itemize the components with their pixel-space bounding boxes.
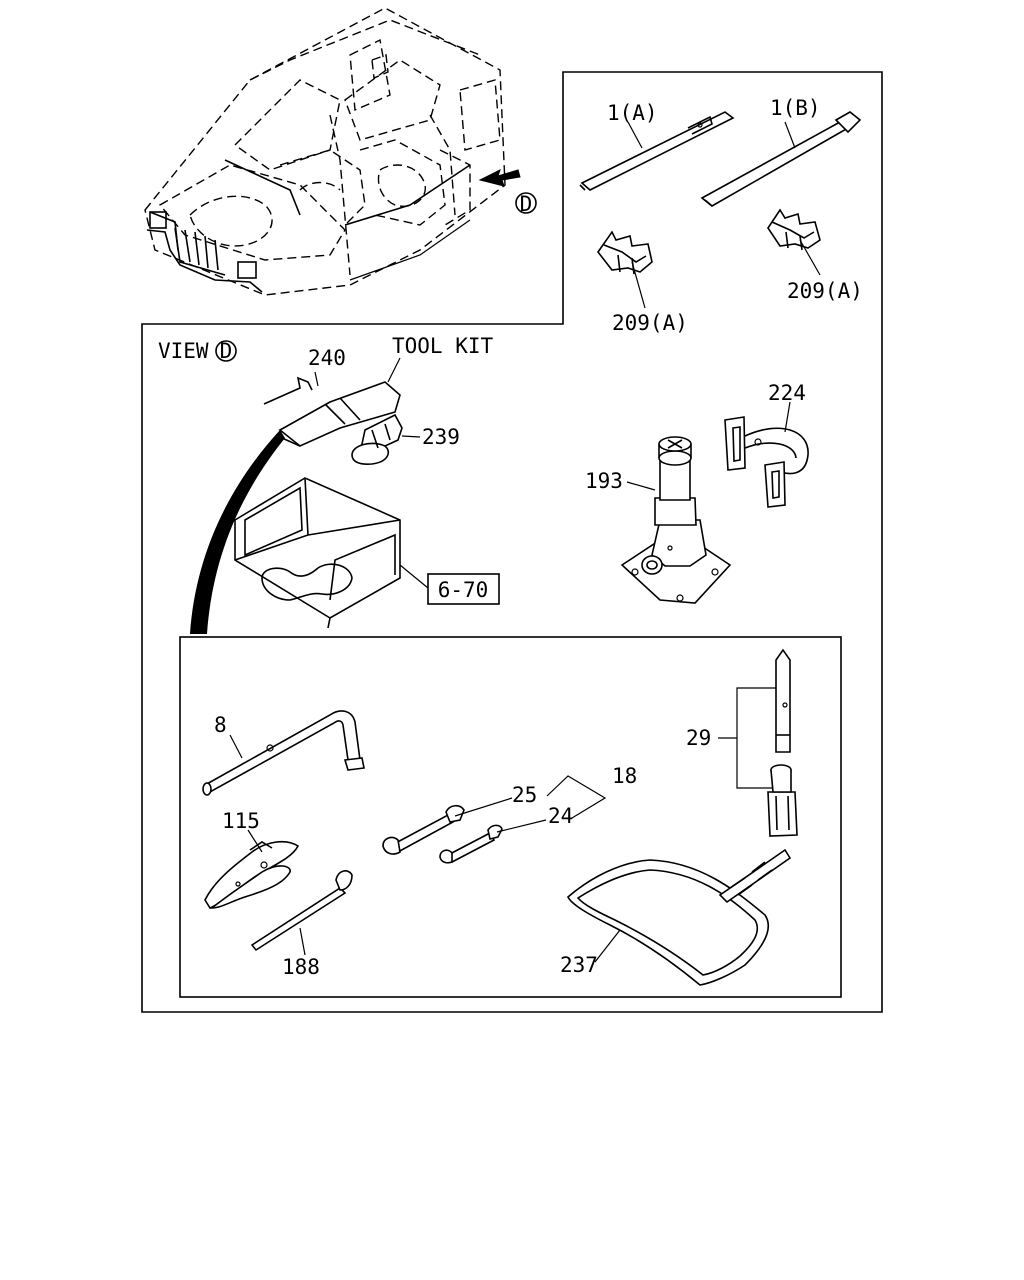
view-label: VIEW (158, 339, 209, 363)
label-237: 237 (560, 953, 598, 977)
part-29-screwdriver (767, 648, 798, 837)
label-115: 115 (222, 809, 260, 833)
part-240-pin (263, 376, 313, 405)
ref-box-6-70 (427, 573, 500, 605)
callout-6-70 (399, 564, 429, 589)
label-193: 193 (585, 469, 623, 493)
bracket-18 (546, 775, 607, 819)
part-tray (234, 477, 401, 629)
label-1b: 1(B) (770, 96, 821, 120)
label-224: 224 (768, 381, 806, 405)
callout-240 (314, 371, 319, 387)
callout-224 (784, 401, 791, 433)
part-239-holder (351, 413, 403, 465)
label-1a: 1(A) (607, 101, 658, 125)
label-8: 8 (214, 713, 227, 737)
callout-tool-kit (387, 357, 401, 383)
view-marker-circle (215, 340, 237, 362)
label-25: 25 (512, 783, 537, 807)
part-224-strap (724, 416, 809, 508)
view-d-arrow (478, 169, 521, 187)
label-tool-kit: TOOL KIT (392, 334, 494, 358)
callout-239 (401, 435, 421, 438)
part-1a-rod (579, 111, 735, 191)
label-6-70: 6-70 (438, 578, 489, 602)
callout-209a-left (631, 261, 646, 309)
callout-193 (626, 481, 656, 491)
callout-1b (784, 121, 796, 149)
callout-209a-right (799, 239, 821, 276)
kit-location-curve (190, 430, 285, 634)
part-193-jack (620, 436, 732, 604)
label-239: 239 (422, 425, 460, 449)
part-209a-clip-left (597, 230, 653, 275)
label-188: 188 (282, 955, 320, 979)
view-marker-label: D (220, 339, 233, 363)
callout-24 (496, 819, 547, 833)
body-marker-label: D (520, 192, 533, 216)
vehicle-body-illustration (144, 7, 506, 296)
label-18: 18 (612, 764, 637, 788)
part-188-bar (250, 870, 353, 952)
callout-237 (594, 929, 621, 963)
part-115-pliers (204, 840, 300, 909)
outer-frame (141, 71, 883, 1013)
label-209a-right: 209(A) (787, 279, 863, 303)
callout-115 (247, 829, 263, 853)
label-24: 24 (548, 804, 573, 828)
part-1b-rod (700, 111, 862, 207)
part-24-wrench (439, 824, 503, 864)
label-29: 29 (686, 726, 711, 750)
label-240: 240 (308, 346, 346, 370)
inner-tool-frame (179, 636, 842, 998)
callout-25 (454, 797, 513, 817)
body-marker-circle (515, 192, 537, 214)
callout-8 (229, 734, 243, 759)
part-8-wrench (202, 710, 365, 796)
bracket-29 (736, 687, 776, 789)
callout-188 (299, 927, 306, 956)
part-237-bag (567, 848, 792, 986)
part-209a-clip-right (767, 208, 821, 251)
part-25-wrench (382, 804, 465, 855)
callout-1a (627, 121, 643, 149)
tool-kit-bag (278, 381, 401, 447)
label-209a-left: 209(A) (612, 311, 688, 335)
